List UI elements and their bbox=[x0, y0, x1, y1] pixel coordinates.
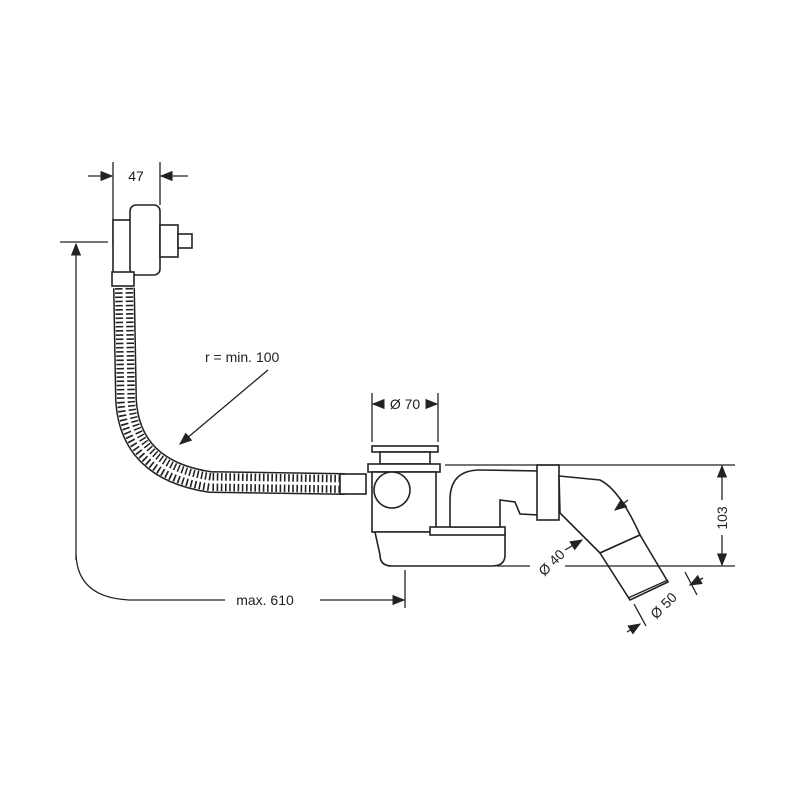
dimension-diameter-70: Ø 70 bbox=[371, 393, 439, 442]
dimension-label-radius: r = min. 100 bbox=[205, 349, 280, 365]
dimension-max-610: max. 610 bbox=[60, 241, 406, 608]
dimension-103: 103 bbox=[445, 464, 735, 567]
dimension-label-47: 47 bbox=[128, 168, 144, 184]
dimension-label-max-610: max. 610 bbox=[236, 592, 294, 608]
radius-leader-arrow bbox=[179, 369, 269, 445]
dimension-label-diameter-70: Ø 70 bbox=[390, 396, 421, 412]
overflow-head bbox=[111, 204, 193, 287]
dimension-label-diameter-50: Ø 50 bbox=[647, 589, 680, 622]
siphon-trap bbox=[367, 445, 670, 602]
dimension-label-103: 103 bbox=[714, 506, 730, 530]
dimension-label-diameter-40: Ø 40 bbox=[535, 546, 568, 579]
flexible-hose bbox=[113, 287, 367, 495]
